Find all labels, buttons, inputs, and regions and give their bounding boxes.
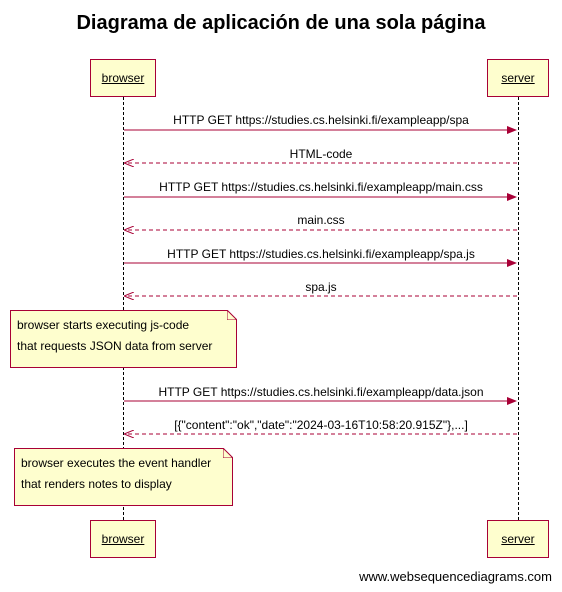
message-label-4: main.css	[297, 213, 345, 227]
note-line: browser executes the event handler	[21, 456, 212, 470]
message-label-1: HTTP GET https://studies.cs.helsinki.fi/…	[173, 113, 469, 127]
note-event-handler: browser executes the event handler that …	[14, 448, 233, 506]
browser-lifeline	[123, 97, 124, 520]
participant-browser-bottom: browser	[90, 520, 156, 558]
message-label-8: [{"content":"ok","date":"2024-03-16T10:5…	[174, 418, 468, 432]
message-label-5: HTTP GET https://studies.cs.helsinki.fi/…	[167, 247, 475, 261]
server-lifeline	[518, 97, 519, 520]
message-label-7: HTTP GET https://studies.cs.helsinki.fi/…	[158, 385, 484, 399]
note-js-execution: browser starts executing js-code that re…	[10, 310, 237, 368]
message-label-3: HTTP GET https://studies.cs.helsinki.fi/…	[159, 180, 483, 194]
participant-server-bottom: server	[487, 520, 549, 558]
message-label-2: HTML-code	[289, 147, 353, 161]
note-fold-corner	[223, 448, 233, 458]
note-fold-corner	[227, 310, 237, 320]
watermark-footer: www.websequencediagrams.com	[359, 569, 552, 584]
participant-browser-top: browser	[90, 59, 156, 97]
message-label-6: spa.js	[305, 280, 337, 294]
participant-server-top: server	[487, 59, 549, 97]
note-line: that renders notes to display	[21, 477, 172, 491]
note-line: browser starts executing js-code	[17, 318, 190, 332]
note-line: that requests JSON data from server	[17, 339, 213, 353]
diagram-title: Diagrama de aplicación de una sola págin…	[76, 12, 486, 34]
